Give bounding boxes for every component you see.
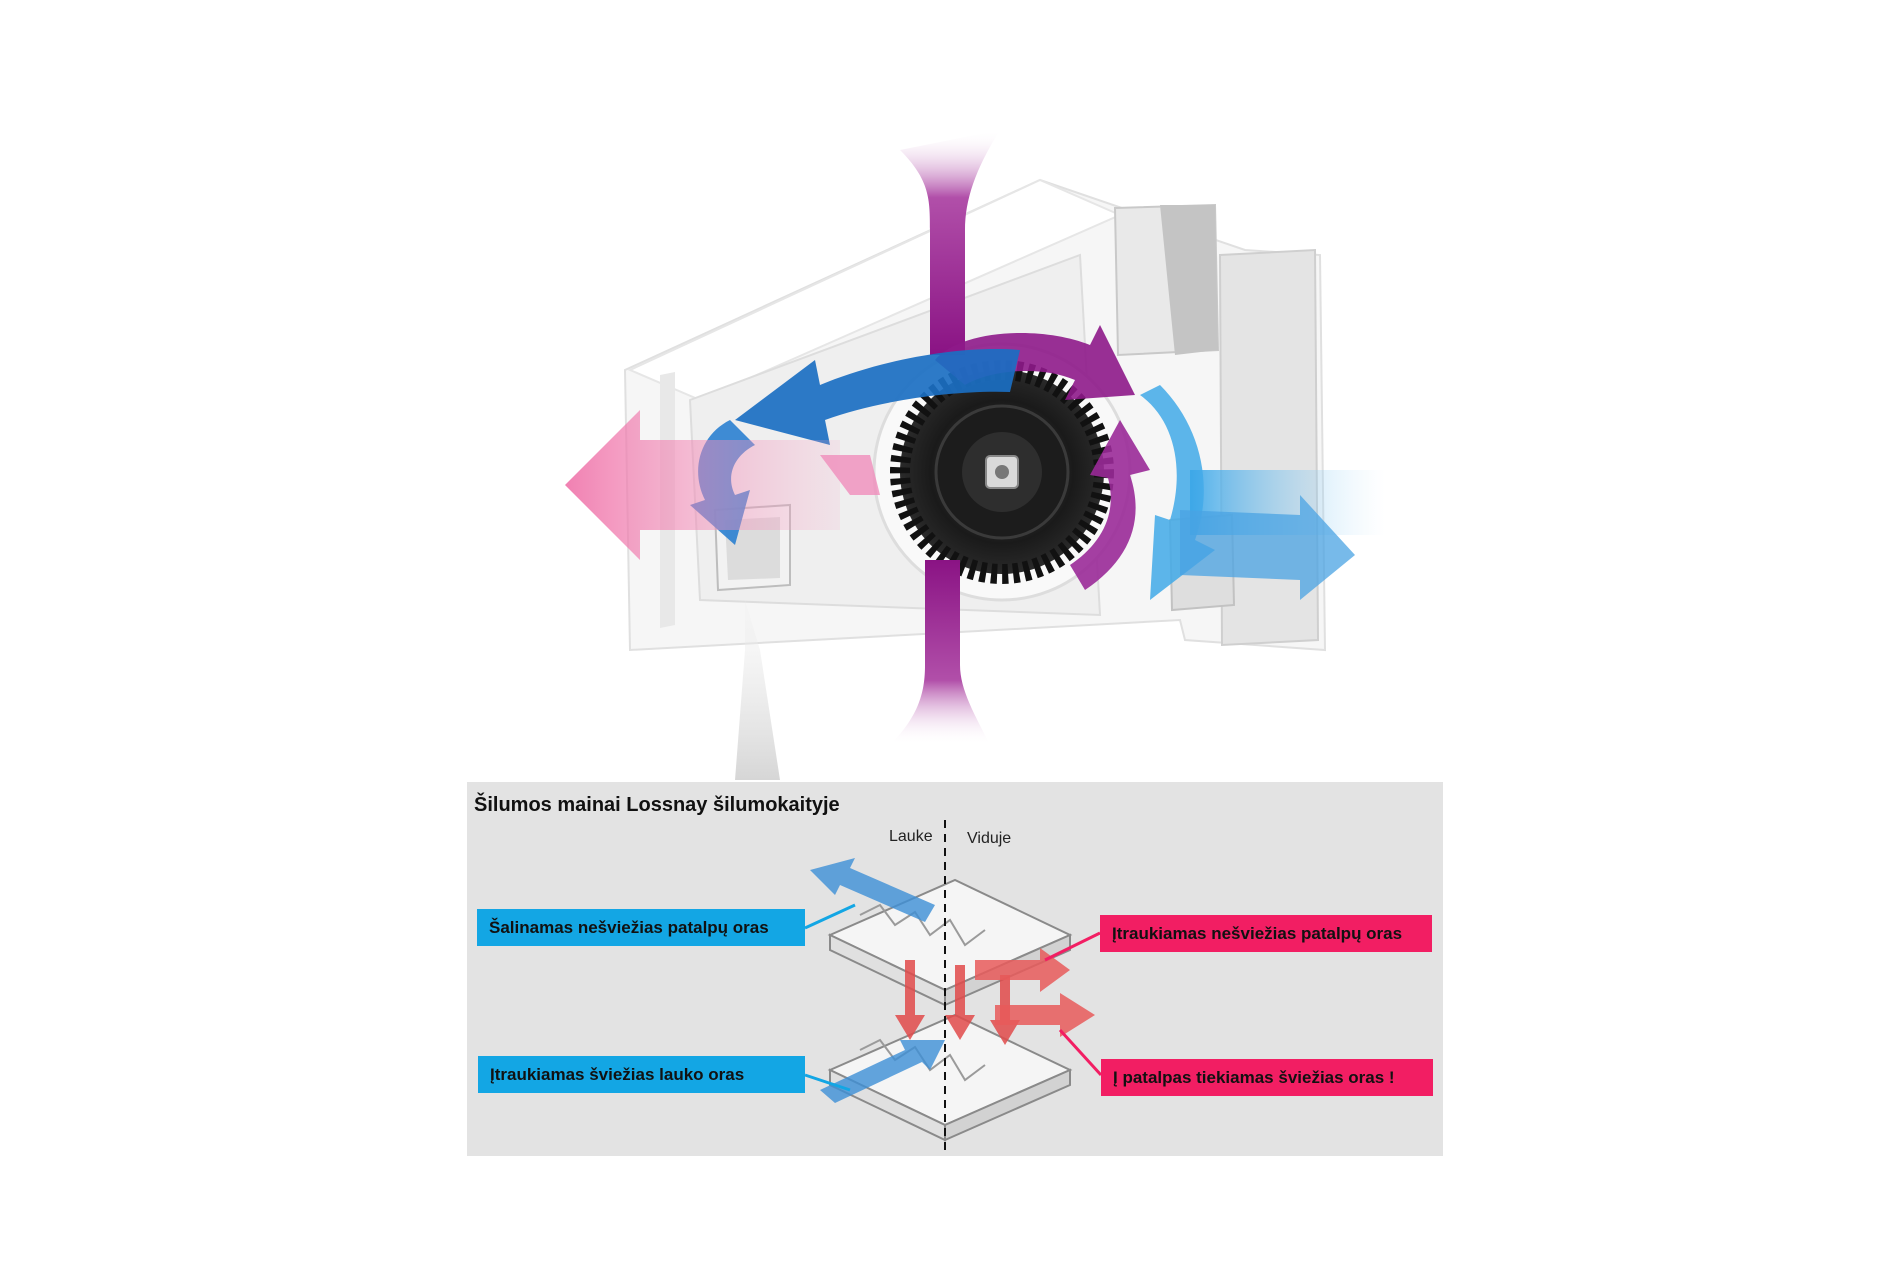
fresh-intake-label: Įtraukiamas šviežias lauko oras <box>478 1056 805 1093</box>
stale-intake-label: Įtraukiamas nešviežias patalpų oras <box>1100 915 1432 952</box>
panel-title: Šilumos mainai Lossnay šilumokaityje <box>474 794 840 816</box>
supply-air-label: Į patalpas tiekiamas šviežias oras ! <box>1101 1059 1433 1096</box>
inside-label: Viduje <box>967 830 1012 847</box>
arrow-icon <box>565 130 1385 745</box>
fan-icon <box>872 342 1132 602</box>
outside-label: Lauke <box>889 828 933 845</box>
exhaust-air-label: Šalinamas nešviežias patalpų oras <box>477 909 805 946</box>
